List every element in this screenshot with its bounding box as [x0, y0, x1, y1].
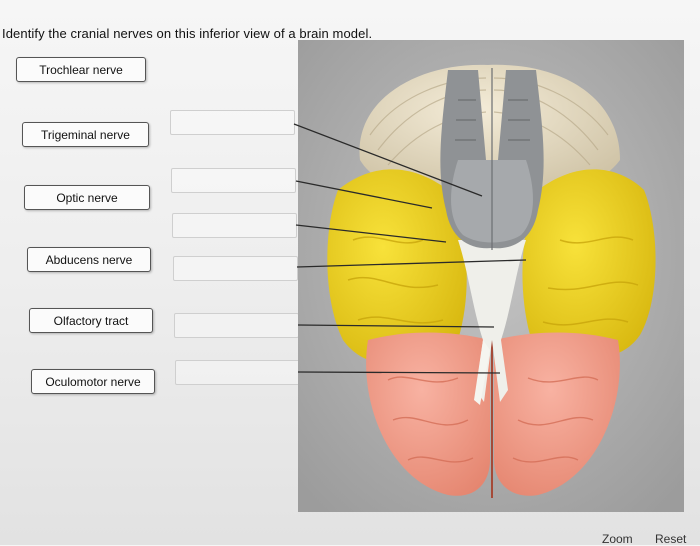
zoom-button[interactable]: Zoom — [602, 532, 633, 546]
drop-target-6[interactable] — [175, 360, 300, 385]
label-oculomotor-nerve[interactable]: Oculomotor nerve — [31, 369, 155, 394]
drop-target-3[interactable] — [172, 213, 297, 238]
label-optic-nerve[interactable]: Optic nerve — [24, 185, 150, 210]
drop-target-4[interactable] — [173, 256, 298, 281]
brain-model-image — [298, 40, 684, 512]
drop-target-2[interactable] — [171, 168, 296, 193]
question-text: Identify the cranial nerves on this infe… — [2, 26, 373, 41]
label-trigeminal-nerve[interactable]: Trigeminal nerve — [22, 122, 149, 147]
label-abducens-nerve[interactable]: Abducens nerve — [27, 247, 151, 272]
label-trochlear-nerve[interactable]: Trochlear nerve — [16, 57, 146, 82]
drop-target-5[interactable] — [174, 313, 299, 338]
label-olfactory-tract[interactable]: Olfactory tract — [29, 308, 153, 333]
reset-button[interactable]: Reset — [655, 532, 687, 546]
drop-target-1[interactable] — [170, 110, 295, 135]
